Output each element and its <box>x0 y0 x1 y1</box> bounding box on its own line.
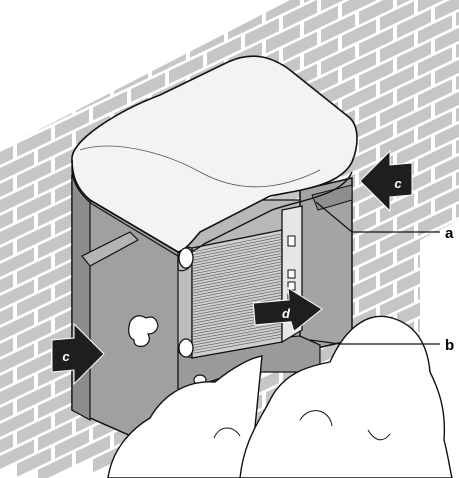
brick <box>418 271 452 300</box>
arrow-discharge-label: d <box>282 306 291 321</box>
brick <box>169 23 203 52</box>
brick <box>435 247 459 276</box>
brick <box>38 37 72 66</box>
brick <box>76 0 110 16</box>
brick <box>131 9 165 38</box>
brick <box>435 0 459 20</box>
brick <box>207 0 241 2</box>
brick <box>0 24 34 53</box>
brick <box>0 56 34 85</box>
brick <box>228 0 262 8</box>
brick <box>131 0 165 6</box>
brick <box>76 51 110 80</box>
panel-slot <box>288 236 295 246</box>
brick <box>152 0 186 12</box>
lid-corner-cap <box>179 248 193 268</box>
brick <box>418 239 452 268</box>
brick <box>55 77 89 106</box>
arrow-left-label: c <box>62 349 70 364</box>
brick <box>0 88 34 117</box>
brick <box>17 32 51 61</box>
panel-slot-2 <box>288 270 295 278</box>
brick <box>169 0 203 20</box>
brick <box>435 311 459 340</box>
callout-a: a <box>445 225 454 242</box>
brick <box>0 114 13 143</box>
brick <box>55 13 89 42</box>
brick <box>0 50 13 79</box>
brick <box>17 96 51 125</box>
brick <box>131 41 165 70</box>
arrow-right-label: c <box>394 176 402 191</box>
lid-corner-cap-lower <box>179 339 193 357</box>
brick <box>435 279 459 308</box>
brick <box>93 59 127 88</box>
brick <box>38 69 72 98</box>
brick <box>17 64 51 93</box>
brick <box>0 82 13 111</box>
brick <box>76 19 110 48</box>
brick <box>114 33 148 62</box>
brick <box>114 1 148 30</box>
brick <box>93 0 127 24</box>
callout-b: b <box>445 337 454 354</box>
brick <box>93 27 127 56</box>
brick <box>38 5 72 34</box>
brick <box>418 303 452 332</box>
brick <box>152 15 186 44</box>
brick <box>55 45 89 74</box>
brick <box>190 0 224 26</box>
